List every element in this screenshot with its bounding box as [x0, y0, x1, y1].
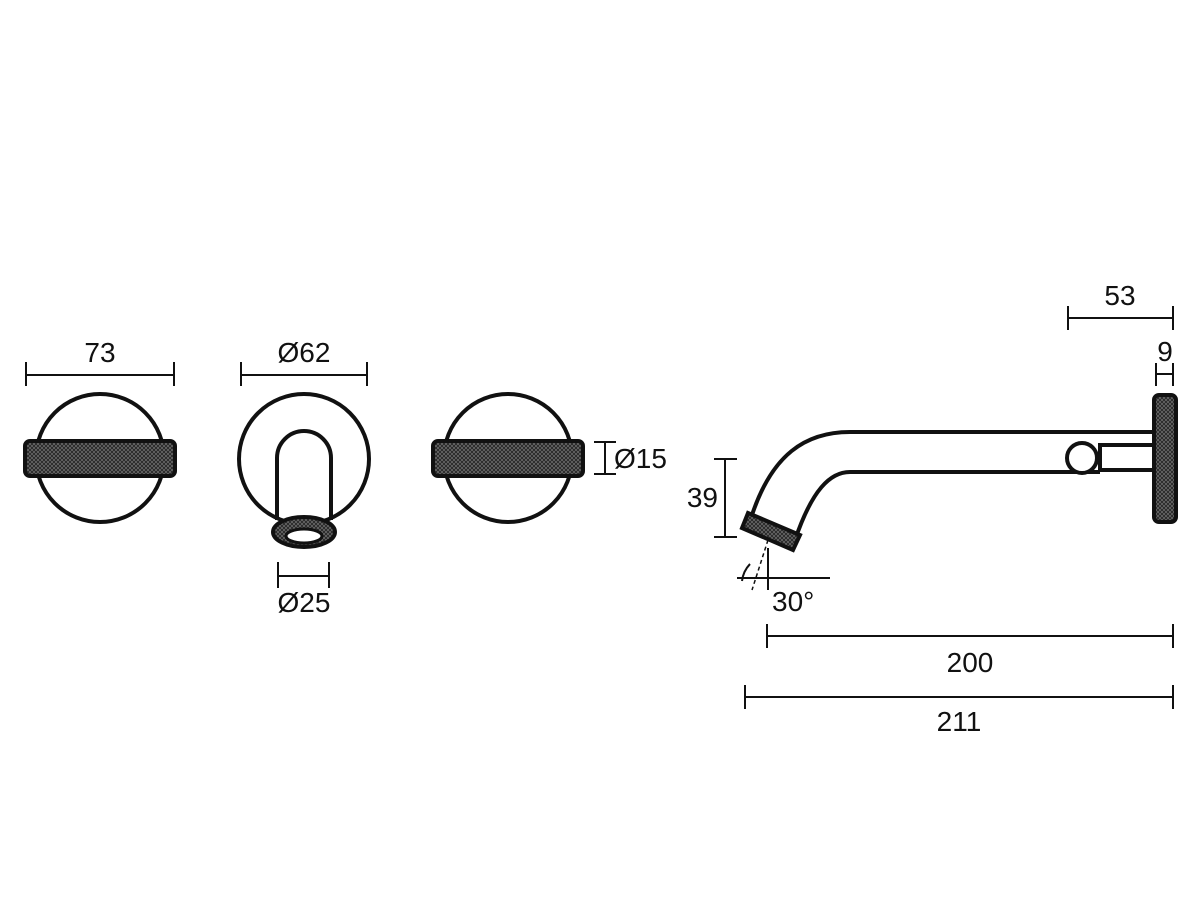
right-handle-view: Ø15	[431, 392, 667, 524]
spout-lever-knob	[1065, 441, 1099, 475]
wall-flange-knurled	[1152, 393, 1178, 524]
dimension-reach-inner: 200	[766, 624, 1174, 678]
left-handle-knurled-lever	[23, 439, 177, 478]
dimension-label-39: 39	[687, 482, 718, 513]
dimension-lever-diameter: Ø15	[594, 441, 667, 475]
spout-outlet-hole	[284, 527, 324, 545]
dimension-label-73: 73	[84, 337, 115, 368]
spout-flange-circle	[237, 392, 371, 526]
dimension-label-53: 53	[1104, 280, 1135, 311]
dimension-outlet-diameter: Ø25	[277, 562, 331, 618]
spout-body-outline	[275, 429, 333, 520]
right-handle-knurled-lever	[431, 439, 585, 478]
dimension-label-211: 211	[937, 706, 982, 737]
spout-side-view: 30° 39 53 9 200	[687, 280, 1178, 737]
dimension-label-200: 200	[947, 647, 994, 678]
dimension-flange-diameter: Ø62	[240, 337, 368, 386]
dimension-flange-thickness: 9	[1155, 336, 1174, 386]
spout-connector	[1098, 443, 1156, 472]
dimension-label-d15: Ø15	[614, 443, 667, 474]
dimension-spout-height: 39	[687, 458, 737, 538]
dimension-flange-to-lever: 53	[1067, 280, 1174, 330]
spout-tube-bottom-edge	[793, 470, 1100, 541]
dimension-label-9: 9	[1157, 336, 1173, 367]
dimension-reach-total: 211	[744, 685, 1174, 737]
dimension-label-d62: Ø62	[278, 337, 331, 368]
dimension-label-d25: Ø25	[278, 587, 331, 618]
dimension-handle-width: 73	[25, 337, 175, 386]
dimension-label-30deg: 30°	[772, 586, 814, 617]
angle-arc	[741, 563, 751, 582]
spout-tube-top-edge	[750, 430, 1154, 516]
left-handle-view: 73	[23, 337, 177, 524]
spout-front-view: Ø62 Ø25	[237, 337, 371, 618]
flow-centerline	[751, 539, 769, 591]
spout-aerator-side	[739, 510, 803, 553]
